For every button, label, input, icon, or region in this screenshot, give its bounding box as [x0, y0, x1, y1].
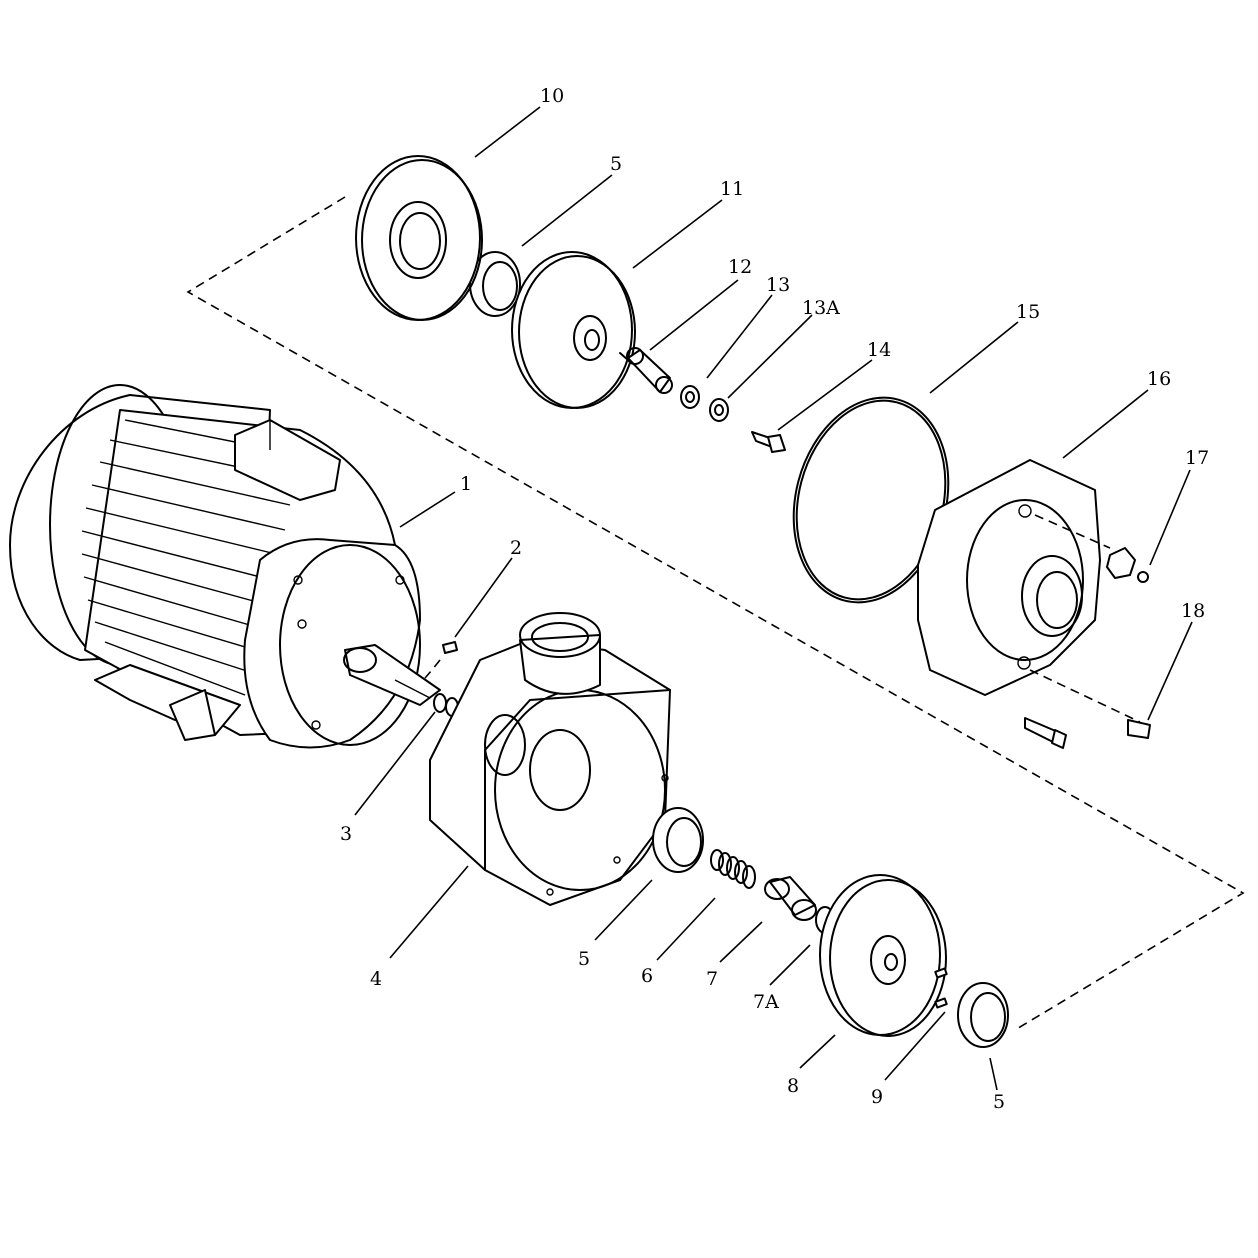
callout-5-upper: 5	[610, 153, 622, 175]
callout-4: 4	[370, 968, 382, 990]
part-1-motor	[9, 384, 441, 749]
callout-10: 10	[540, 85, 564, 107]
callout-13a: 13A	[802, 297, 840, 319]
callout-7a: 7A	[753, 991, 779, 1013]
callout-7: 7	[706, 968, 718, 990]
part-18-casing-bolts	[1024, 717, 1151, 749]
part-7-shaft-sleeve	[764, 876, 817, 921]
callout-1: 1	[460, 473, 472, 495]
assembly-boundary-dashed	[186, 196, 1245, 1031]
part-5-wear-ring-lower	[652, 807, 704, 873]
part-2-key	[424, 641, 458, 679]
part-11-impeller	[511, 251, 636, 409]
part-8-impeller	[819, 874, 947, 1037]
part-10-diffuser-plate	[355, 155, 483, 321]
part-13-washer	[680, 385, 700, 409]
callout-6: 6	[641, 965, 653, 987]
part-12-impeller-bolt	[619, 347, 673, 394]
callout-11: 11	[720, 178, 744, 200]
part-6-spring	[710, 849, 756, 889]
callout-9: 9	[871, 1086, 883, 1108]
callout-5-lower: 5	[578, 948, 590, 970]
part-4-adapter-bracket	[429, 612, 671, 906]
callout-12: 12	[728, 256, 752, 278]
part-9-pins	[934, 967, 948, 1009]
part-13a-lock-washer	[709, 398, 729, 422]
callout-15: 15	[1016, 301, 1040, 323]
callout-14: 14	[867, 339, 891, 361]
callout-18: 18	[1181, 600, 1205, 622]
leader-lines	[354, 106, 1193, 1091]
part-5-wear-ring-right	[957, 982, 1009, 1048]
callout-3: 3	[340, 823, 352, 845]
part-14-cap-screw	[751, 431, 786, 453]
callout-8: 8	[787, 1075, 799, 1097]
callout-5-right: 5	[993, 1091, 1005, 1113]
callout-16: 16	[1147, 368, 1171, 390]
callout-17: 17	[1185, 447, 1209, 469]
part-16-pump-casing	[917, 459, 1141, 723]
callout-13: 13	[766, 274, 790, 296]
callout-2: 2	[510, 537, 522, 559]
part-17-drain-plug	[1106, 547, 1149, 583]
